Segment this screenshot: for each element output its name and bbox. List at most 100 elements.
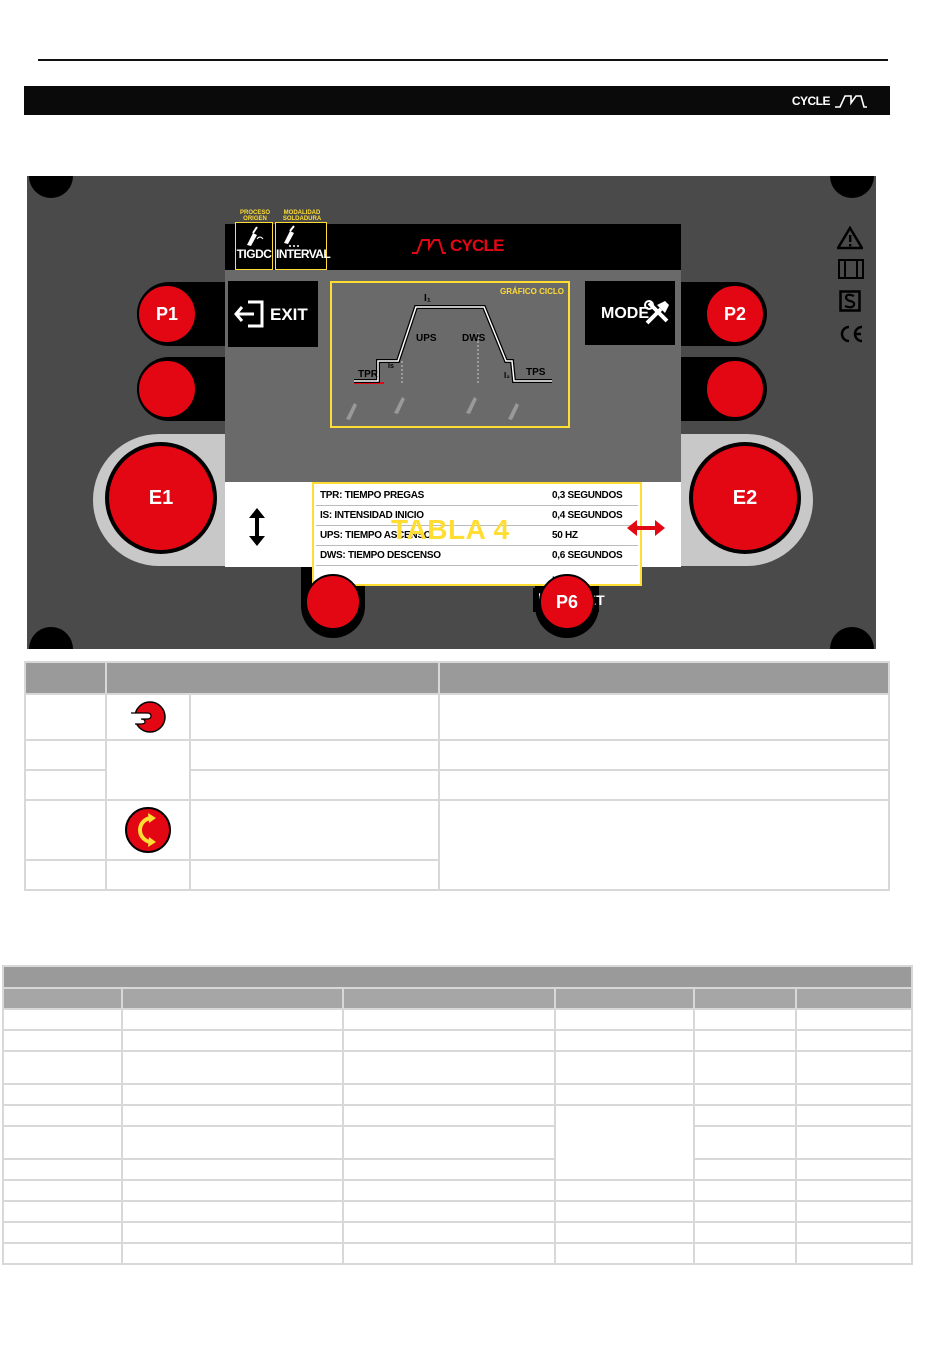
table-row <box>24 739 890 801</box>
ce-mark-icon <box>840 325 863 343</box>
param-value: 0,6 SEGUNDOS <box>552 550 623 561</box>
table-cell <box>795 1029 913 1052</box>
warning-icon <box>837 226 863 250</box>
table-header-cell <box>24 661 107 695</box>
param-row[interactable]: TPR: TIEMPO PREGAS 0,3 SEGUNDOS <box>316 486 638 506</box>
table-cell <box>342 1179 556 1202</box>
table-cell <box>693 1200 798 1223</box>
table-cell <box>553 1221 696 1244</box>
table-cell <box>438 799 890 891</box>
table-cell <box>795 1221 913 1244</box>
table-cell <box>342 1104 556 1127</box>
control-panel: PROCESO ORIGEN MODALIDAD SOLDADURA TIGDC… <box>27 176 876 649</box>
tig-dc-icon-box[interactable]: TIGDC <box>235 222 273 270</box>
table-cell <box>120 1158 345 1181</box>
panel-corner <box>29 176 73 198</box>
table-cell <box>104 859 191 891</box>
table-header-cell <box>693 987 798 1010</box>
param-row[interactable]: ... ... <box>316 566 638 585</box>
param-value: 0,4 SEGUNDOS <box>552 510 623 521</box>
panel-corner <box>830 627 874 649</box>
param-row[interactable]: UPS: TIEMPO ASCENSO 50 HZ <box>316 526 638 546</box>
table-row <box>24 859 889 891</box>
table-cell <box>24 769 107 801</box>
table-row <box>2 1158 913 1181</box>
table-cell <box>2 1221 123 1244</box>
table-cell <box>693 1008 798 1031</box>
table-header-row <box>2 987 913 1010</box>
right-secondary-button[interactable] <box>705 359 765 419</box>
interval-label: INTERVAL <box>276 247 331 261</box>
panel-corner <box>29 627 73 649</box>
exit-button[interactable]: EXIT <box>228 281 318 347</box>
table-cell <box>120 1083 345 1106</box>
table-cell <box>693 1104 798 1127</box>
table-cell <box>188 739 441 771</box>
bottom-secondary-button[interactable] <box>305 574 361 630</box>
table-cell <box>693 1029 798 1052</box>
table-cell <box>342 1125 556 1160</box>
press-button-icon <box>130 701 166 733</box>
table-cell <box>120 1050 345 1085</box>
p2-label: P2 <box>723 303 747 324</box>
table-cell <box>553 1050 696 1085</box>
p2-button[interactable]: P2 <box>705 284 765 344</box>
table-row <box>2 1242 913 1265</box>
button-function-table <box>24 661 890 891</box>
e1-label: E1 <box>148 486 174 509</box>
param-value: 50 HZ <box>552 530 578 541</box>
param-row[interactable]: IS: INTENSIDAD INICIO 0,4 SEGUNDOS <box>316 506 638 526</box>
table-cell <box>693 1125 798 1160</box>
table-row <box>2 1200 913 1223</box>
table-row <box>24 693 890 741</box>
table-cell <box>188 859 441 891</box>
graph-label-ups: UPS <box>416 333 437 344</box>
table-cell <box>438 739 890 771</box>
p1-button[interactable]: P1 <box>137 284 197 344</box>
e1-encoder[interactable]: E1 <box>109 446 213 550</box>
table-cell <box>795 1083 913 1106</box>
rotate-encoder-icon <box>124 807 171 853</box>
table-cell <box>342 1158 556 1181</box>
table-cell <box>104 693 191 741</box>
e2-encoder[interactable]: E2 <box>693 446 797 550</box>
table-header-cell <box>438 661 890 695</box>
left-secondary-button[interactable] <box>137 359 197 419</box>
graph-label-i2: I₂ <box>504 371 510 380</box>
table-cell <box>24 859 107 891</box>
p6-button[interactable]: P6 <box>539 574 595 630</box>
right-white-panel <box>642 482 681 567</box>
graph-label-tps: TPS <box>526 367 546 378</box>
table-cell <box>2 1179 123 1202</box>
mode-button[interactable]: MODE <box>585 281 675 345</box>
table-row <box>2 1104 913 1181</box>
table-cell <box>188 693 441 741</box>
table-cell <box>2 1104 123 1127</box>
table-cell <box>438 769 890 801</box>
table-header-cell <box>342 987 556 1010</box>
table-row <box>2 1083 913 1106</box>
table-cell <box>795 1125 913 1160</box>
table-header-cell <box>2 987 123 1010</box>
torch-icon <box>247 226 264 246</box>
table-cell <box>120 1125 345 1160</box>
cycle-waveform-icon <box>835 95 867 108</box>
table-cell <box>553 1083 696 1106</box>
graph-title: GRÁFICO CICLO <box>500 287 564 296</box>
parameter-list: TPR: TIEMPO PREGAS 0,3 SEGUNDOS IS: INTE… <box>312 482 642 586</box>
table-overlay-label: TABLA 4 <box>391 514 510 545</box>
param-row[interactable]: DWS: TIEMPO DESCENSO 0,6 SEGUNDOS <box>316 546 638 566</box>
table-row <box>2 1221 913 1244</box>
tig-dc-label: TIGDC <box>236 247 272 261</box>
table-cell <box>104 799 191 861</box>
p1-label: P1 <box>155 303 179 324</box>
e2-label: E2 <box>732 486 758 509</box>
table-cell <box>693 1158 798 1181</box>
table-cell <box>120 1200 345 1223</box>
table-cell <box>120 1104 345 1127</box>
table-cell <box>693 1050 798 1085</box>
exit-label: EXIT <box>270 305 308 324</box>
table-cell <box>342 1221 556 1244</box>
interval-icon-box[interactable]: INTERVAL <box>275 222 331 270</box>
table-cell <box>188 769 441 801</box>
